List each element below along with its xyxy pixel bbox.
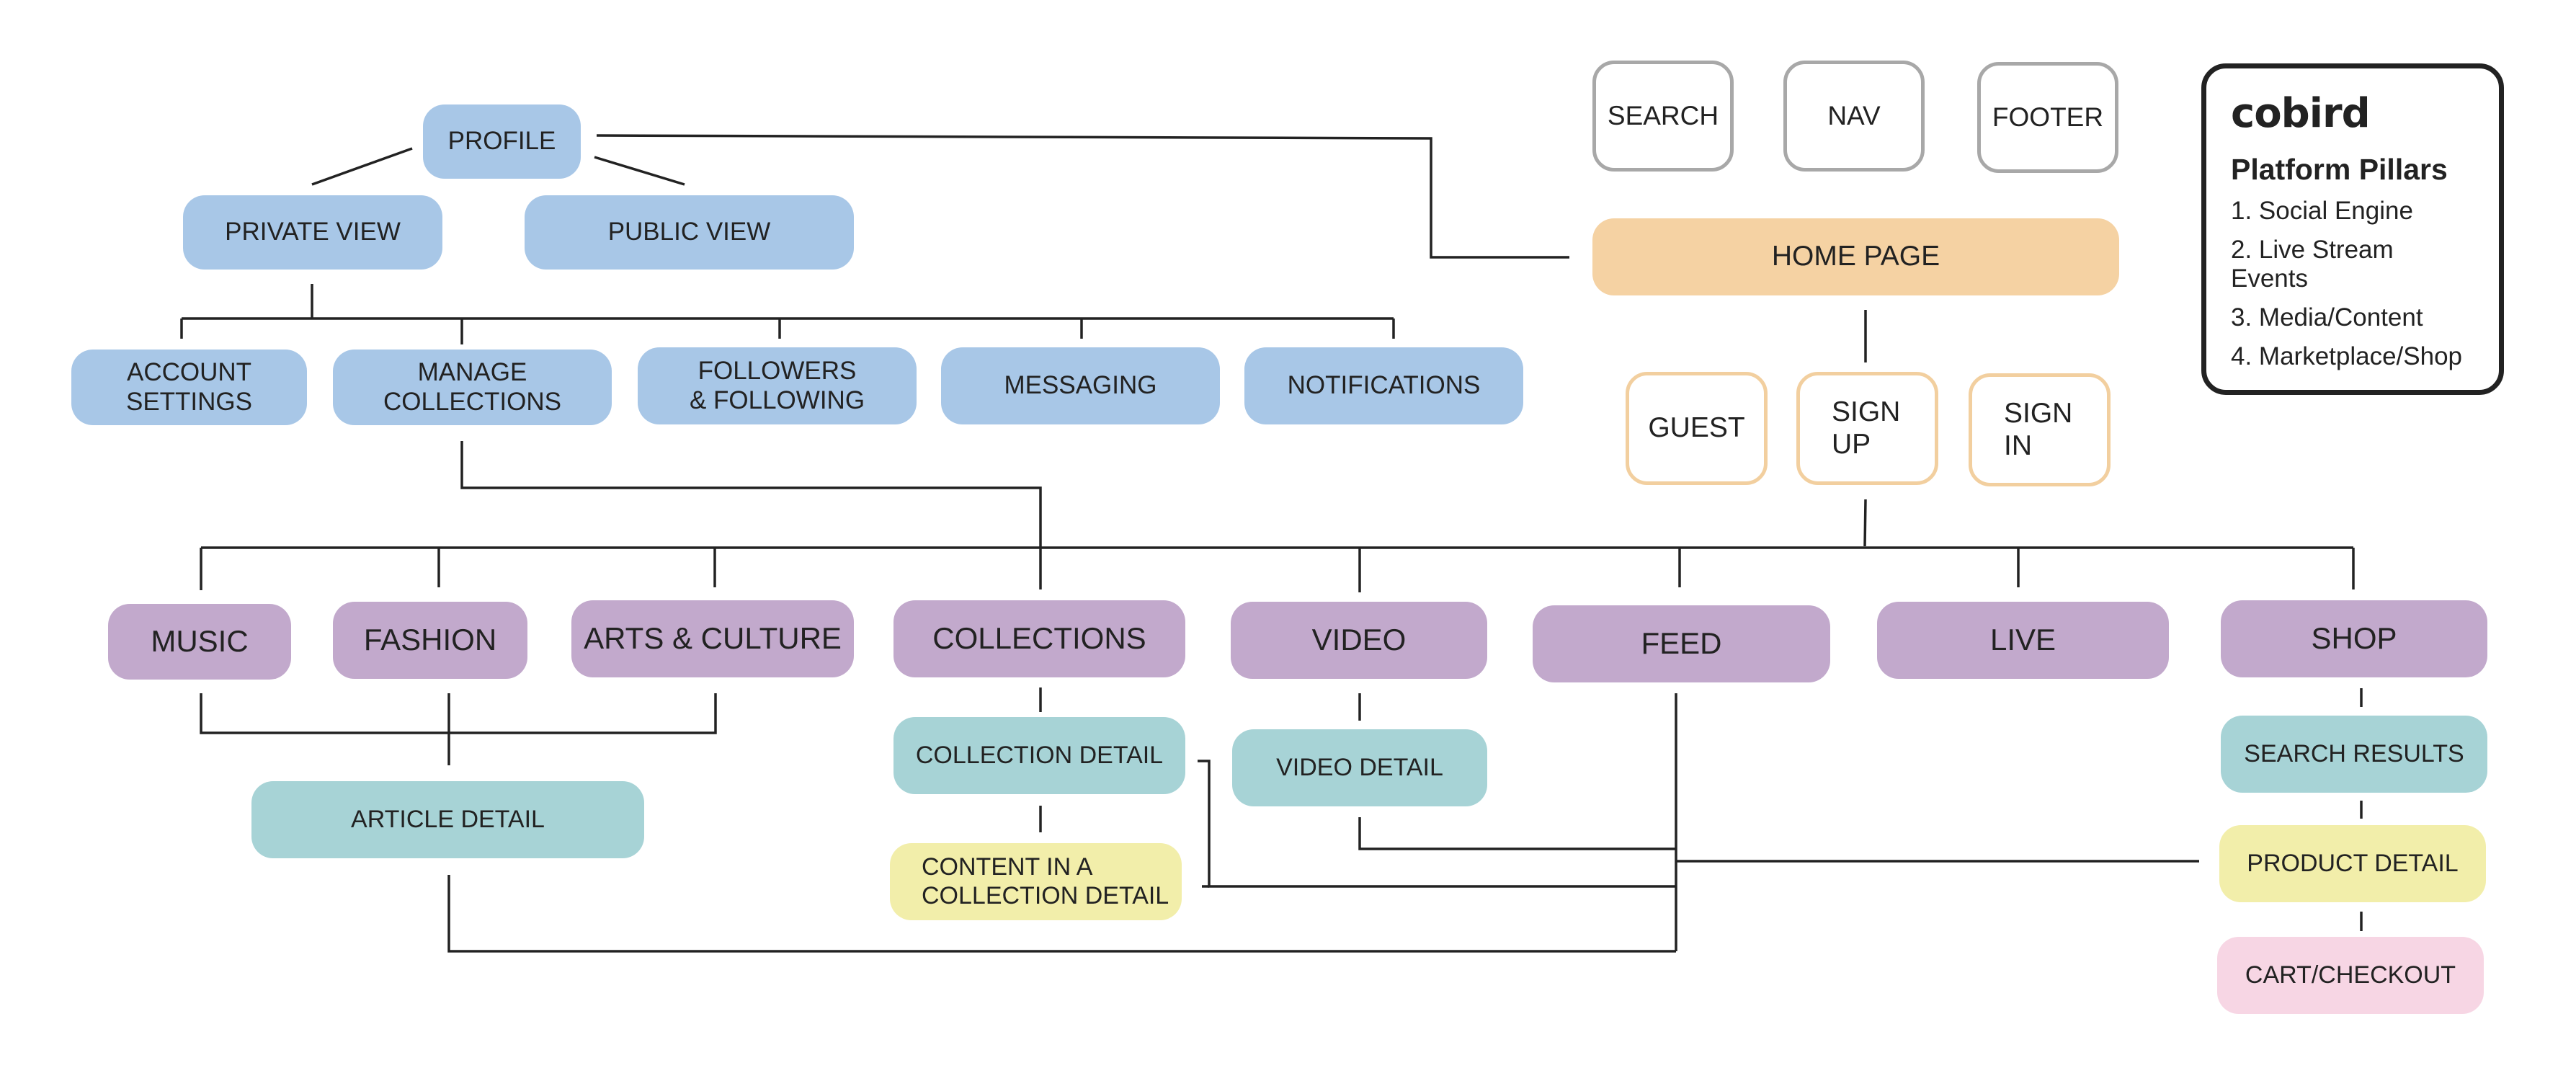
collection-detail-node: COLLECTION DETAIL <box>893 717 1185 794</box>
video-detail-node: VIDEO DETAIL <box>1232 729 1487 806</box>
sign-up-node: SIGN UP <box>1796 372 1938 485</box>
feed-node: FEED <box>1533 605 1830 682</box>
account-settings-node: ACCOUNT SETTINGS <box>71 350 307 425</box>
nav-node: NAV <box>1783 61 1925 172</box>
footer-node: FOOTER <box>1977 62 2118 173</box>
video-node: VIDEO <box>1231 602 1487 679</box>
public-view-node: PUBLIC VIEW <box>525 195 854 270</box>
live-node: LIVE <box>1877 602 2169 679</box>
legend-item: 4. Marketplace/Shop <box>2231 342 2463 370</box>
manage-collections-node: MANAGE COLLECTIONS <box>333 350 612 425</box>
notifications-node: NOTIFICATIONS <box>1244 347 1523 424</box>
followers-following-node: FOLLOWERS & FOLLOWING <box>638 347 917 424</box>
platform-pillars-legend: cobird Platform Pillars 1. Social Engine… <box>2201 63 2504 395</box>
shop-node: SHOP <box>2221 600 2487 677</box>
private-view-node: PRIVATE VIEW <box>183 195 442 270</box>
music-node: MUSIC <box>108 604 291 680</box>
guest-node: GUEST <box>1626 372 1768 485</box>
arts-culture-node: ARTS & CULTURE <box>571 600 854 677</box>
search-node: SEARCH <box>1592 61 1734 172</box>
messaging-node: MESSAGING <box>941 347 1220 424</box>
search-results-node: SEARCH RESULTS <box>2221 716 2487 793</box>
sign-in-node: SIGN IN <box>1969 373 2111 486</box>
fashion-node: FASHION <box>333 602 527 679</box>
home-page-node: HOME PAGE <box>1592 218 2119 295</box>
legend-list: 1. Social Engine 2. Live Stream Events 3… <box>2231 197 2474 371</box>
collections-node: COLLECTIONS <box>893 600 1185 677</box>
profile-node: PROFILE <box>423 104 581 179</box>
legend-item: 2. Live Stream Events <box>2231 236 2394 293</box>
legend-title: Platform Pillars <box>2231 153 2448 186</box>
legend-item: 1. Social Engine <box>2231 197 2413 225</box>
legend-item: 3. Media/Content <box>2231 303 2423 331</box>
cart-checkout-node: CART/CHECKOUT <box>2217 937 2484 1014</box>
product-detail-node: PRODUCT DETAIL <box>2219 825 2486 902</box>
article-detail-node: ARTICLE DETAIL <box>251 781 644 858</box>
cobird-logo: cobird <box>2231 90 2371 137</box>
content-in-collection-detail-node: CONTENT IN A COLLECTION DETAIL <box>890 843 1182 920</box>
